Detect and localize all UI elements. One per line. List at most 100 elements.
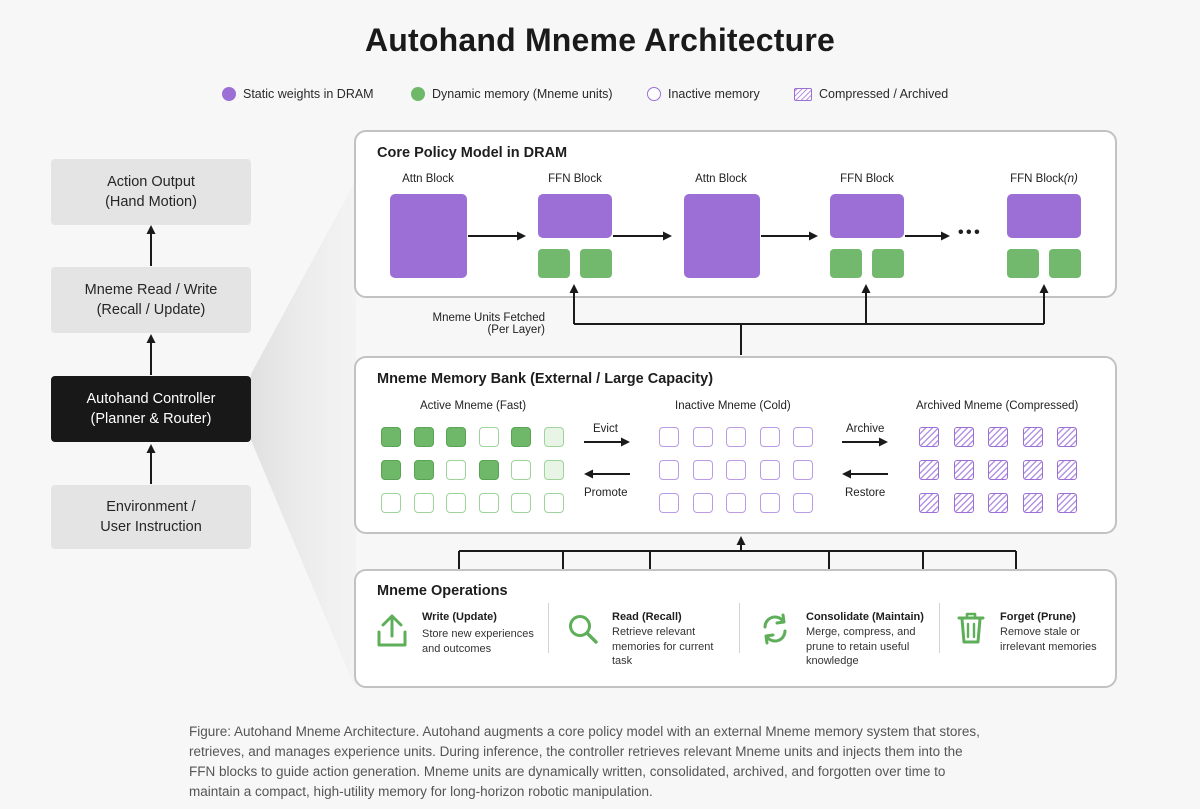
op-consolidate-title: Consolidate (Maintain) xyxy=(806,611,924,623)
archived-mneme-cell-hatch xyxy=(988,460,1008,480)
ffn-block-1-weights xyxy=(538,194,612,238)
attn-block-2-label: Attn Block xyxy=(695,173,747,185)
ellipsis: • • • xyxy=(958,224,980,241)
inactive-mneme-cell-empty xyxy=(692,460,713,480)
legend-label: Inactive memory xyxy=(668,87,760,101)
desc-line: task xyxy=(612,655,633,667)
active-mneme-cell-fill xyxy=(478,460,499,480)
archived-mneme-cell-hatch xyxy=(1057,493,1077,513)
active-mneme-cell-fill xyxy=(413,460,434,480)
core-policy-title: Core Policy Model in DRAM xyxy=(377,145,568,161)
inactive-mneme-cell-empty xyxy=(726,493,746,513)
fetch-label-line: Mneme Units Fetched xyxy=(432,312,546,324)
inactive-mneme-cell-empty xyxy=(793,460,813,480)
active-mneme-cell-fill xyxy=(446,427,467,447)
archived-mneme-cell-hatch xyxy=(1022,427,1043,447)
ffn-block-2-mneme-unit xyxy=(872,249,904,278)
op-read-title: Read (Recall) xyxy=(612,611,682,623)
green-circle-icon xyxy=(411,87,425,101)
box-line: Action Output xyxy=(107,174,195,190)
fetch-label-line: (Per Layer) xyxy=(487,324,545,336)
legend-label: Dynamic memory (Mneme units) xyxy=(432,87,613,101)
archived-mneme-title: Archived Mneme (Compressed) xyxy=(916,400,1079,412)
ffn-block-n-mneme-unit xyxy=(1007,249,1039,278)
archived-mneme-cell-hatch xyxy=(919,460,939,480)
caption-line: maintain a compact, high-utility memory … xyxy=(189,784,653,799)
search-icon xyxy=(569,615,598,644)
active-mneme-cell-empty xyxy=(446,460,467,480)
op-divider xyxy=(939,603,940,653)
desc-line: and outcomes xyxy=(422,642,492,655)
active-mneme-cell-light xyxy=(544,427,564,447)
desc-line: knowledge xyxy=(806,655,859,667)
legend-inactive-memory: Inactive memory xyxy=(647,86,760,102)
archived-mneme-cell-hatch xyxy=(1022,493,1043,513)
desc-line: memories for current xyxy=(612,640,714,653)
hollow-circle-icon xyxy=(647,87,661,101)
op-forget-desc: Remove stale or irrelevant memories xyxy=(1000,625,1097,654)
hatched-square-icon xyxy=(794,87,812,101)
inactive-mneme-cell-empty xyxy=(659,427,679,447)
active-mneme-cell-fill xyxy=(413,427,434,447)
active-mneme-cell-empty xyxy=(511,493,532,513)
active-mneme-cell-empty xyxy=(413,493,434,513)
box-line: (Hand Motion) xyxy=(105,194,197,210)
inactive-mneme-cell-empty xyxy=(793,427,813,447)
autohand-controller-box: Autohand Controller (Planner & Router) xyxy=(51,376,251,442)
archived-mneme-cell-hatch xyxy=(953,493,974,513)
active-mneme-cell-fill xyxy=(381,427,401,447)
archived-mneme-cell-hatch xyxy=(1022,460,1043,480)
box-line: (Recall / Update) xyxy=(96,302,206,318)
archived-mneme-cell-hatch xyxy=(988,427,1008,447)
evict-label: Evict xyxy=(593,423,618,435)
refresh-icon xyxy=(763,613,787,645)
op-read-desc: Retrieve relevant memories for current t… xyxy=(612,625,713,669)
op-divider xyxy=(739,603,740,653)
box-line: Environment / xyxy=(106,499,196,515)
archived-mneme-cell-hatch xyxy=(988,493,1008,513)
legend-compressed: Compressed / Archived xyxy=(794,86,948,102)
ffn-block-n-mneme-unit xyxy=(1049,249,1081,278)
action-output-box: Action Output (Hand Motion) xyxy=(51,159,251,225)
desc-line: Remove stale or xyxy=(1000,626,1081,638)
inactive-mneme-cell-empty xyxy=(692,427,713,447)
ffn-block-2-weights xyxy=(830,194,904,238)
trash-icon xyxy=(957,612,985,644)
box-line: User Instruction xyxy=(100,519,202,535)
op-consolidate-desc: Merge, compress, and prune to retain use… xyxy=(806,625,915,669)
op-write-title: Write (Update) xyxy=(422,611,497,623)
desc-line: prune to retain useful xyxy=(806,640,910,653)
attn-block-1 xyxy=(390,194,467,278)
page-title: Autohand Mneme Architecture xyxy=(364,22,836,58)
legend-dynamic-memory: Dynamic memory (Mneme units) xyxy=(411,86,613,102)
active-mneme-cell-empty xyxy=(511,460,532,480)
active-mneme-cell-empty xyxy=(381,493,401,513)
inactive-mneme-cell-empty xyxy=(726,460,746,480)
archive-label: Archive xyxy=(846,423,885,435)
caption-line: retrieves, and manages experience units.… xyxy=(189,744,963,759)
active-mneme-cell-empty xyxy=(478,427,499,447)
archived-mneme-cell-hatch xyxy=(953,460,974,480)
inactive-mneme-cell-empty xyxy=(659,493,679,513)
archived-mneme-cell-hatch xyxy=(1057,427,1077,447)
operations-panel: Mneme Operations xyxy=(354,569,1117,688)
legend-label: Compressed / Archived xyxy=(819,87,949,101)
restore-label: Restore xyxy=(845,487,886,499)
ffn-block-n-weights xyxy=(1007,194,1081,238)
ffn-block-n-suffix: (n) xyxy=(1063,173,1078,185)
inactive-mneme-cell-empty xyxy=(659,460,679,480)
box-line: Autohand Controller xyxy=(86,391,216,407)
desc-line: irrelevant memories xyxy=(1000,640,1097,653)
mneme-read-write-box: Mneme Read / Write(Recall / Update) xyxy=(51,267,251,333)
inactive-mneme-title: Inactive Mneme (Cold) xyxy=(675,400,791,412)
active-mneme-title: Active Mneme (Fast) xyxy=(420,400,527,412)
caption-line: FFN blocks to guide action generation. M… xyxy=(189,764,946,779)
op-divider xyxy=(548,603,549,653)
ffn-block-n-label-text: FFN Block xyxy=(1010,173,1064,185)
active-mneme-cell-empty xyxy=(478,493,499,513)
box-line: (Planner & Router) xyxy=(90,411,212,427)
attn-block-1-label: Attn Block xyxy=(402,173,454,185)
memory-bank-title: Mneme Memory Bank (External / Large Capa… xyxy=(377,371,714,387)
figure-caption: Figure: Autohand Mneme Architecture. Aut… xyxy=(189,722,1049,802)
